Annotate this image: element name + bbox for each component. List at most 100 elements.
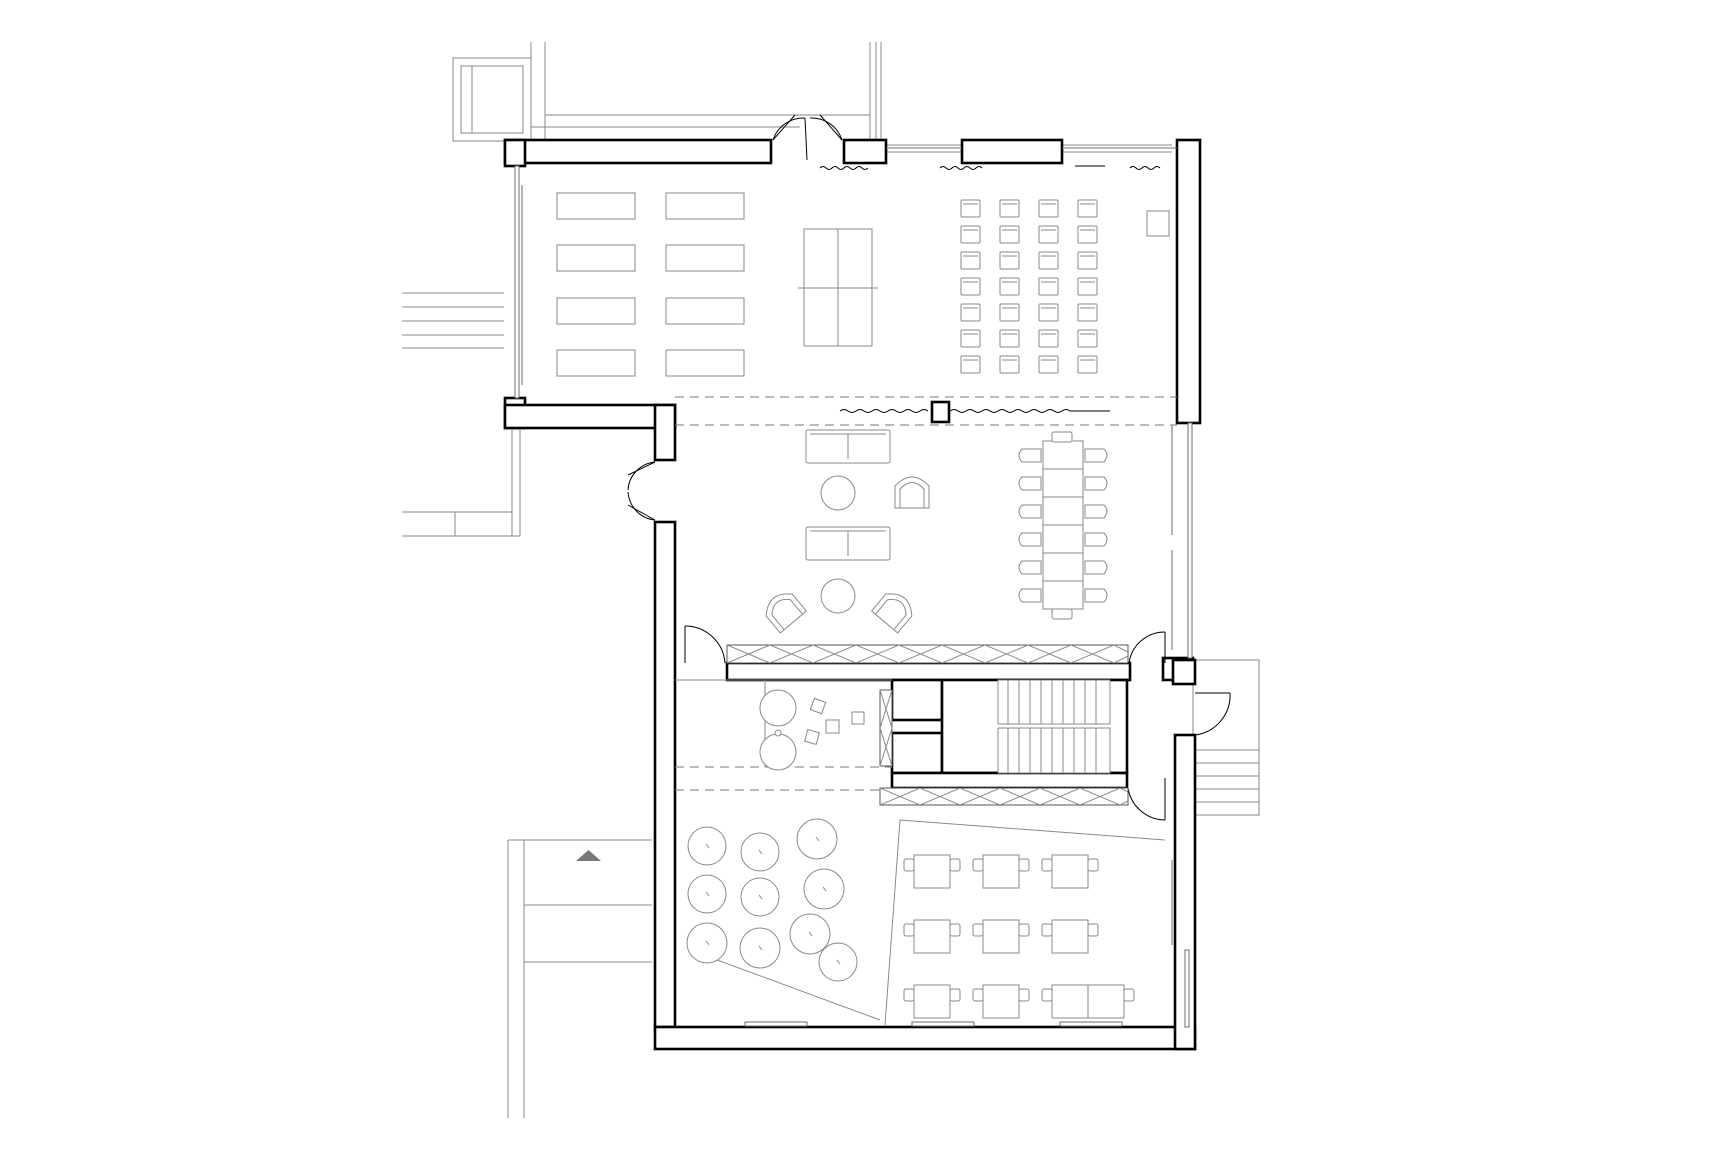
round-table	[686, 922, 728, 964]
curtain-icon	[949, 409, 1110, 413]
stool	[804, 729, 820, 745]
round-table	[759, 689, 797, 727]
hall-furniture	[556, 192, 1170, 377]
stool	[825, 719, 840, 734]
small-lounge-furniture	[759, 689, 865, 771]
door-icon	[772, 114, 843, 161]
desk	[665, 244, 745, 272]
desk	[665, 297, 745, 325]
chair	[1041, 858, 1053, 872]
round-table	[818, 942, 858, 982]
chair	[1077, 329, 1098, 348]
chair	[1018, 560, 1042, 575]
door-icon	[627, 461, 656, 521]
chair	[972, 923, 984, 937]
sofa	[805, 429, 891, 464]
chair	[999, 303, 1020, 322]
stool	[809, 697, 827, 715]
chair	[999, 251, 1020, 270]
chair	[972, 858, 984, 872]
square-table-with-chairs	[1041, 984, 1135, 1019]
chair	[1084, 532, 1108, 547]
square-table-with-chairs	[972, 854, 1030, 889]
chair	[1051, 431, 1073, 443]
chair	[1077, 225, 1098, 244]
chair	[1018, 532, 1042, 547]
chair	[1077, 251, 1098, 270]
square-table-with-chairs	[903, 854, 961, 889]
staircase	[997, 679, 1111, 774]
lounge-furniture	[765, 429, 1108, 634]
chair	[1077, 303, 1098, 322]
chair	[1038, 277, 1059, 296]
chair	[960, 355, 981, 374]
round-table	[740, 832, 780, 872]
chair	[1087, 858, 1099, 872]
window-icon	[1184, 949, 1190, 1028]
chair	[999, 277, 1020, 296]
round-table	[739, 927, 781, 969]
chair	[1084, 476, 1108, 491]
door-icon	[684, 625, 726, 664]
chair	[949, 988, 961, 1002]
door-icon	[1127, 778, 1166, 821]
round-table	[789, 913, 831, 955]
chair	[1018, 988, 1030, 1002]
armchair	[765, 593, 808, 634]
cafe-square-tables	[903, 854, 1135, 1019]
round-table	[687, 826, 727, 866]
cabinet	[1146, 210, 1170, 237]
long-meeting-table	[1018, 431, 1108, 620]
curtain-icon	[939, 166, 983, 170]
chair	[999, 199, 1020, 218]
chair	[1087, 923, 1099, 937]
curtain-icon	[1129, 166, 1161, 170]
chair	[949, 858, 961, 872]
chair	[1038, 251, 1059, 270]
curtains	[819, 165, 1161, 413]
window-icon	[514, 165, 520, 399]
desk	[556, 244, 636, 272]
armchair	[870, 593, 913, 634]
chair	[1018, 923, 1030, 937]
chair	[903, 923, 915, 937]
square-table-with-chairs	[1041, 919, 1099, 954]
desk	[556, 192, 636, 220]
desk	[665, 192, 745, 220]
chair	[1018, 476, 1042, 491]
chair	[1018, 504, 1042, 519]
square-table-with-chairs	[972, 984, 1030, 1019]
round-table	[759, 733, 797, 771]
chair	[949, 923, 961, 937]
chair	[960, 303, 981, 322]
chair-grid	[960, 199, 1098, 374]
chair	[999, 225, 1020, 244]
sofa	[805, 526, 891, 561]
chair	[1084, 588, 1108, 603]
chair	[960, 329, 981, 348]
chair	[1077, 199, 1098, 218]
square-table-with-chairs	[903, 984, 961, 1019]
chair	[1018, 588, 1042, 603]
door-icon	[1194, 692, 1231, 736]
round-table	[687, 874, 727, 914]
square-table-with-chairs	[903, 919, 961, 954]
door-icon	[1128, 631, 1166, 664]
chair	[1038, 199, 1059, 218]
window-icon	[1187, 422, 1193, 659]
chair	[1051, 608, 1073, 620]
cafe-round-tables	[686, 818, 858, 982]
table-tennis-table	[798, 228, 878, 347]
desk	[556, 297, 636, 325]
stool	[851, 711, 865, 725]
armchair	[894, 476, 930, 509]
round-table	[803, 868, 845, 910]
chair	[960, 225, 981, 244]
chair	[1038, 329, 1059, 348]
chair	[903, 988, 915, 1002]
curtain-icon	[839, 409, 929, 413]
curtain-icon	[819, 166, 869, 170]
chair	[1018, 858, 1030, 872]
chair	[1084, 504, 1108, 519]
